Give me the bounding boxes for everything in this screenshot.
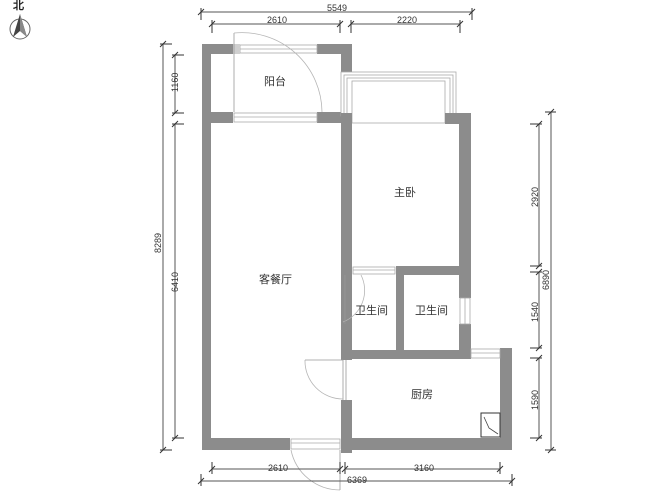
dim-top-total: 5549 <box>327 3 347 13</box>
bathroom-1-door[interactable] <box>342 266 396 324</box>
top-dimensions: 5549 2610 2220 <box>197 3 476 33</box>
dim-right-middle: 1540 <box>530 302 540 322</box>
dim-right-total: 6890 <box>541 270 551 290</box>
entrance-door[interactable] <box>290 438 341 491</box>
north-arrow-icon <box>9 14 31 40</box>
room-label-living-dining: 客餐厅 <box>259 272 292 286</box>
balcony-opening <box>233 112 318 123</box>
dim-bottom-left: 2610 <box>268 463 288 473</box>
dim-top-right: 2220 <box>397 15 417 25</box>
room-label-balcony: 阳台 <box>264 74 286 88</box>
bottom-dimensions: 2610 3160 6369 <box>197 462 516 486</box>
dim-left-top: 1160 <box>170 73 180 92</box>
left-dimensions: 8289 1160 6410 <box>153 40 184 454</box>
dim-left-bottom: 6410 <box>170 272 180 292</box>
balcony-top-window <box>233 44 318 54</box>
bathroom-2-window <box>459 297 471 325</box>
dim-right-bottom: 1590 <box>530 390 540 410</box>
room-label-kitchen: 厨房 <box>411 388 433 401</box>
dim-bottom-right: 3160 <box>414 463 434 473</box>
room-label-bathroom-2: 卫生间 <box>415 303 448 317</box>
dim-right-top: 2920 <box>530 187 540 207</box>
dim-top-left: 2610 <box>267 15 287 25</box>
room-label-bathroom-1: 卫生间 <box>355 303 388 317</box>
floors <box>211 54 500 438</box>
north-label: 北 <box>13 0 24 12</box>
dim-bottom-total: 6369 <box>347 475 367 485</box>
room-label-master-bedroom: 主卧 <box>394 186 416 199</box>
right-dimensions: 6890 2920 1540 1590 <box>530 108 556 454</box>
kitchen-window <box>470 348 501 359</box>
bay-window <box>340 71 471 124</box>
water-heater-icon <box>480 412 501 438</box>
dim-left-total: 8289 <box>153 233 163 253</box>
balcony-door[interactable] <box>233 32 323 113</box>
kitchen-door[interactable] <box>304 359 352 400</box>
